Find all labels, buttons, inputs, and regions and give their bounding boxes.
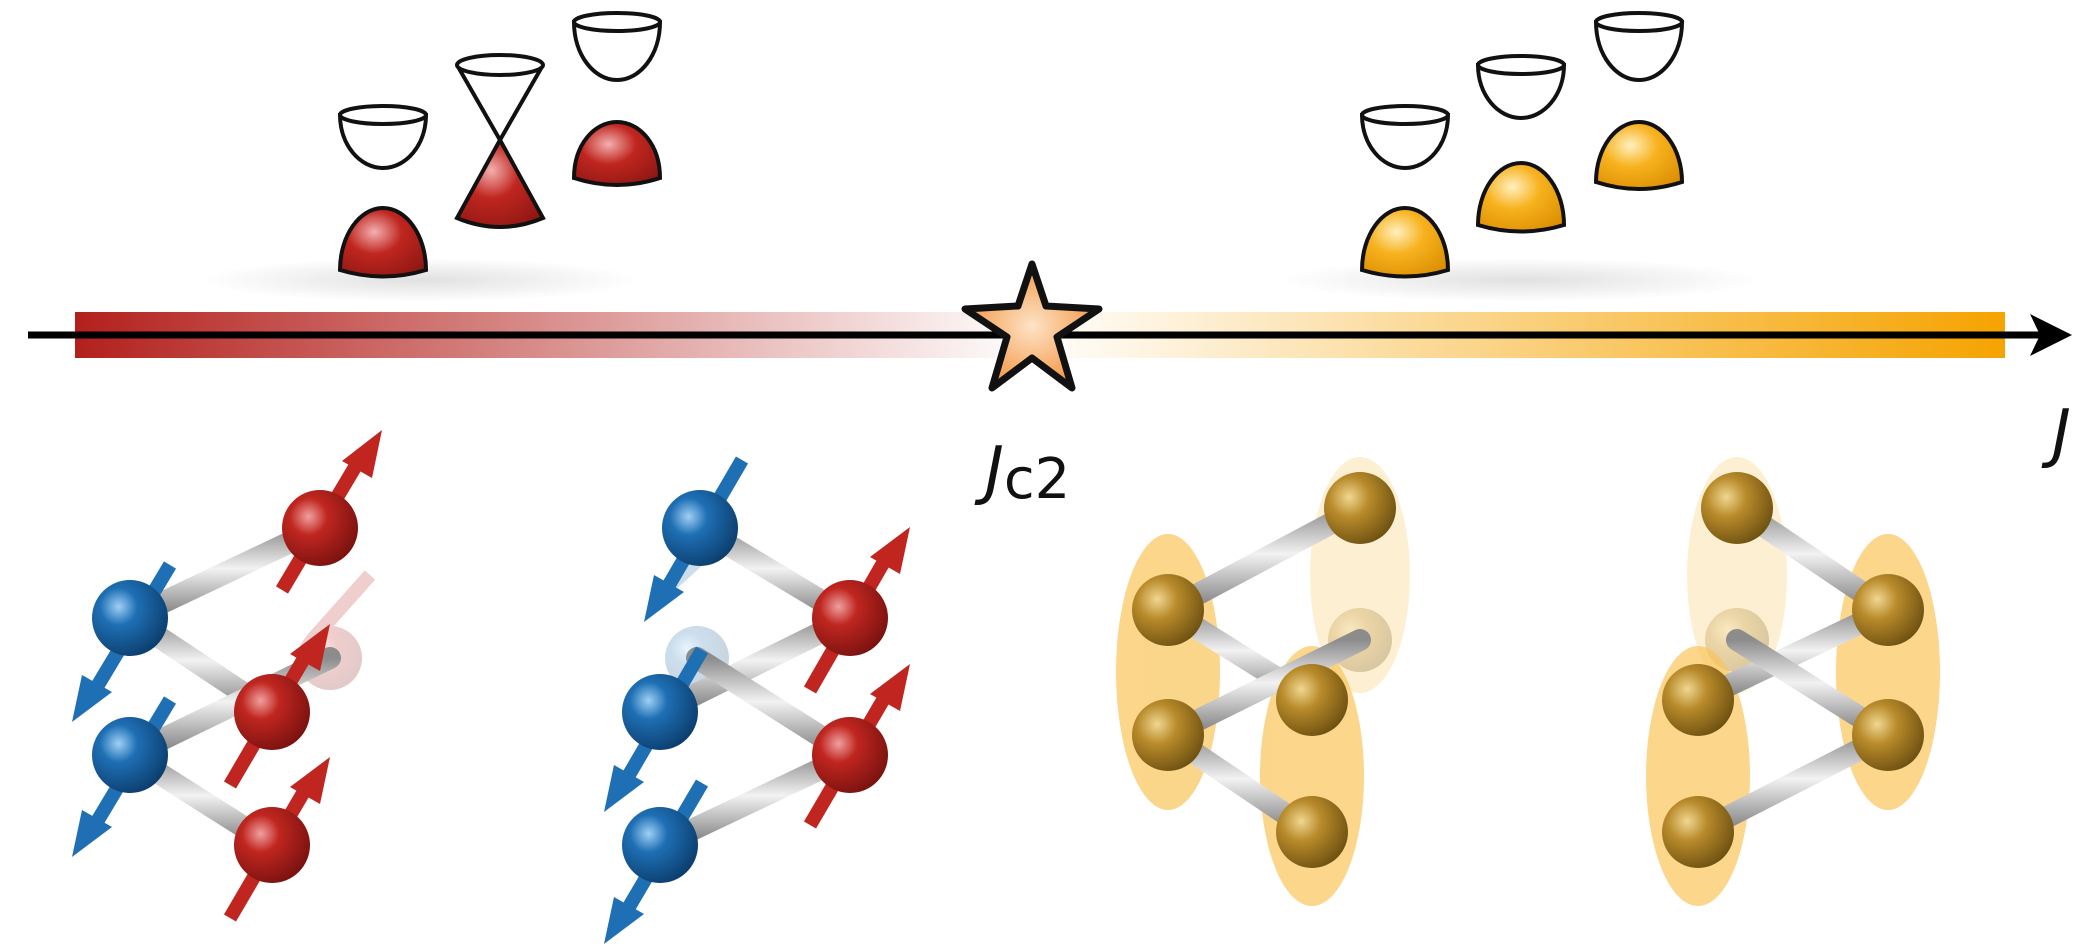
spin-up-sites: [223, 430, 910, 922]
band-shadow: [200, 258, 640, 302]
spin-arrow-icon: [803, 664, 910, 829]
axis-label: J: [2041, 397, 2071, 471]
spin-arrow-icon: [223, 757, 330, 922]
lattice-site: [1701, 472, 1773, 544]
lattice-site: [1276, 664, 1348, 736]
lattice-site: [1276, 796, 1348, 868]
spin-arrow-icon: [72, 696, 177, 857]
antiferromagnet-lattice: [72, 430, 910, 944]
critical-point-label-main: J: [974, 434, 1004, 508]
dimer-singlet-lattice: [1116, 457, 1940, 906]
red-phase-band-icons: [200, 11, 663, 302]
gapped-band-icon: [1359, 104, 1451, 279]
spin-arrow-icon: [223, 624, 330, 789]
axis-arrowhead-icon: [2030, 314, 2072, 356]
gapped-band-icon: [1593, 11, 1685, 191]
phase-axis: [28, 260, 2072, 392]
dirac-cone-icon: [454, 53, 546, 229]
spin-down-sites: [72, 456, 749, 944]
spin-arrow-icon: [604, 779, 709, 944]
spin-arrow-icon: [644, 456, 749, 622]
spin-arrow-icon: [72, 561, 177, 722]
critical-point-label-sub: c2: [1004, 447, 1070, 512]
band-shadow: [1280, 258, 1760, 302]
lattice-site: [1662, 664, 1734, 736]
star-icon: [961, 260, 1103, 392]
spin-arrow-icon: [604, 646, 709, 812]
singlet-sites: [1132, 472, 1924, 868]
lattice-site: [1132, 699, 1204, 771]
lattice-site: [1662, 796, 1734, 868]
lattice-site: [1852, 699, 1924, 771]
gapped-band-icon: [571, 11, 663, 187]
back-layer: [298, 534, 729, 690]
spin-arrow-icon: [803, 527, 910, 694]
critical-point-label: Jc2: [974, 434, 1070, 512]
lattice-site: [1324, 472, 1396, 544]
front-dimers: [1116, 534, 1940, 906]
lattice-site: [1852, 574, 1924, 646]
spin-arrow-icon: [275, 430, 382, 594]
lattice-site: [1132, 574, 1204, 646]
gapped-band-icon: [1475, 54, 1567, 234]
orange-phase-band-icons: [1280, 11, 1760, 302]
gapped-band-icon: [337, 104, 429, 279]
